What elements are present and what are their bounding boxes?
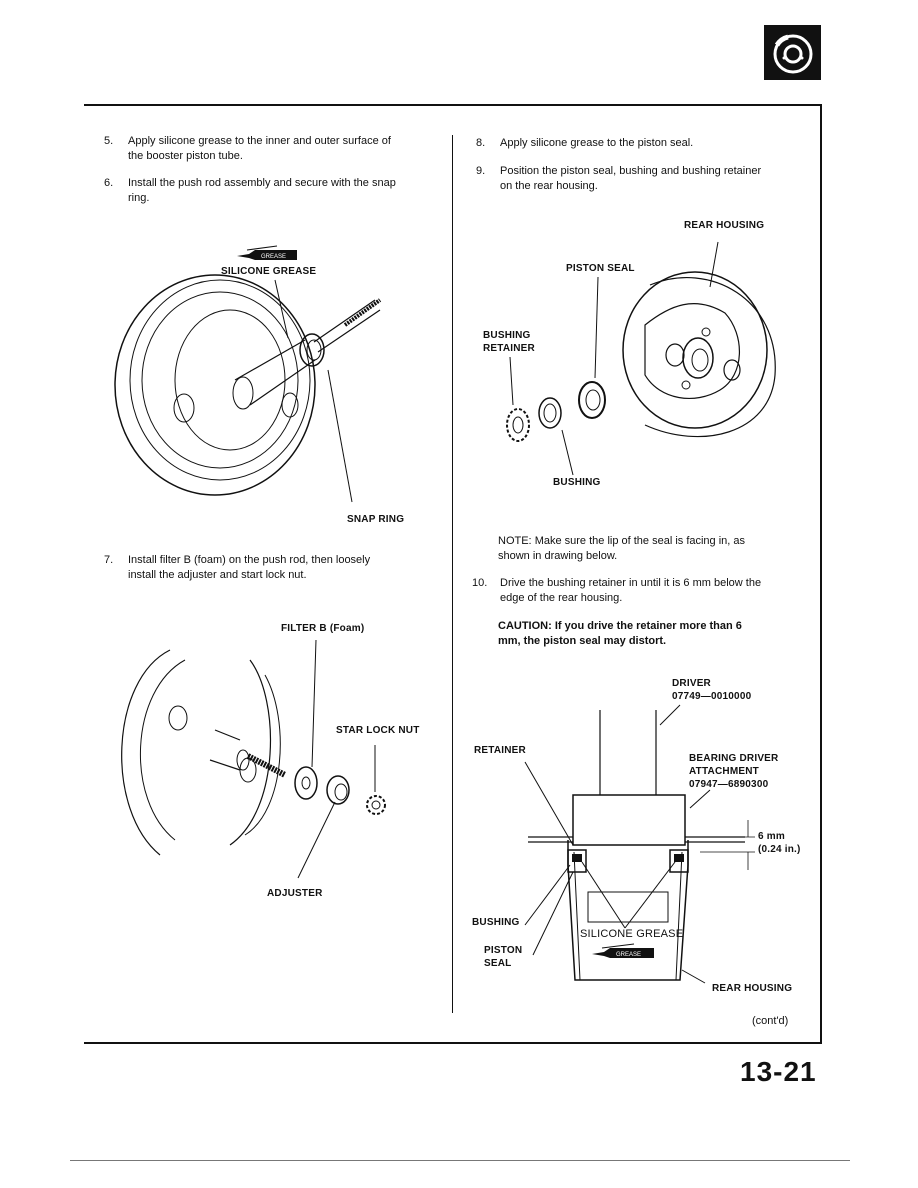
caution-line-2: mm, the piston seal may distort.	[498, 635, 667, 647]
label-silicone-grease: SILICONE GREASE	[221, 266, 317, 277]
step-number: 8.	[476, 137, 486, 149]
right-border	[820, 104, 822, 1044]
step-line: Apply silicone grease to the inner and o…	[128, 135, 391, 147]
step-line: install the adjuster and start lock nut.	[128, 569, 307, 581]
caution-text: If you drive the retainer more than 6	[554, 620, 742, 632]
section-icon-box	[764, 25, 821, 80]
column-divider	[452, 135, 453, 1013]
push-rod-figure: GREASE	[114, 245, 382, 503]
label-retainer: RETAINER	[474, 745, 526, 756]
continued-note: (cont'd)	[752, 1015, 789, 1027]
label-bushing-retainer-1: BUSHING	[483, 330, 531, 341]
label-adjuster: ADJUSTER	[267, 888, 323, 899]
bottom-rule	[84, 1042, 822, 1044]
step-text: Position the piston seal, bushing and bu…	[500, 164, 761, 194]
label-bearing-driver-1: BEARING DRIVER	[689, 753, 779, 764]
label-dimension-mm: 6 mm	[758, 831, 785, 842]
svg-text:GREASE: GREASE	[616, 952, 641, 958]
step-text: Apply silicone grease to the inner and o…	[128, 134, 391, 164]
step-number: 6.	[104, 177, 114, 189]
note-line-1: NOTE: Make sure the lip of the seal is f…	[498, 534, 808, 549]
step-text: Apply silicone grease to the piston seal…	[500, 136, 693, 151]
step-line: the booster piston tube.	[128, 150, 243, 162]
page-number: 13-21	[740, 1056, 817, 1087]
label-driver: DRIVER	[672, 678, 711, 689]
top-rule	[84, 104, 822, 106]
label-driver-number: 07749—0010000	[672, 691, 752, 702]
step-line: Install the push rod assembly and secure…	[128, 177, 396, 189]
label-rear-housing: REAR HOUSING	[684, 220, 765, 231]
label-bushing-retainer-2: RETAINER	[483, 343, 535, 354]
step-line: ring.	[128, 192, 150, 204]
label-dimension-in: (0.24 in.)	[758, 844, 801, 855]
step-text: Install the push rod assembly and secure…	[128, 176, 396, 206]
note-line-2: shown in drawing below.	[498, 550, 618, 562]
label-bearing-driver-2: ATTACHMENT	[689, 766, 759, 777]
note-text: Make sure the lip of the seal is facing …	[534, 535, 746, 547]
brake-disc-icon	[773, 34, 813, 74]
caution-label: CAUTION:	[498, 620, 552, 632]
note-label: NOTE:	[498, 535, 532, 547]
note: NOTE: Make sure the lip of the seal is f…	[498, 534, 808, 564]
rear-housing-figure	[506, 241, 776, 476]
step-line: Apply silicone grease to the piston seal…	[500, 137, 694, 149]
step-number: 9.	[476, 165, 486, 177]
label-filter-b: FILTER B (Foam)	[281, 623, 365, 634]
step-line: Position the piston seal, bushing and bu…	[500, 165, 762, 177]
step-line: Install filter B (foam) on the push rod,…	[128, 554, 371, 566]
step-text: Drive the bushing retainer in until it i…	[500, 576, 761, 606]
label-silicone-grease-2: SILICONE GREASE	[580, 928, 684, 940]
label-rear-housing-2: REAR HOUSING	[712, 983, 793, 994]
step-number: 7.	[104, 554, 114, 566]
grease-tube-icon: GREASE	[592, 943, 654, 958]
page-bottom-rule	[70, 1160, 850, 1161]
driver-cross-section-figure: GREASE	[524, 704, 755, 984]
filter-adjuster-figure	[121, 639, 386, 879]
caution-line-1: CAUTION: If you drive the retainer more …	[498, 619, 808, 634]
step-line: on the rear housing.	[500, 180, 598, 192]
step-text: Install filter B (foam) on the push rod,…	[128, 553, 370, 583]
grease-tube-icon: GREASE	[237, 245, 297, 260]
label-piston-seal: PISTON SEAL	[566, 263, 635, 274]
step-number: 5.	[104, 135, 114, 147]
label-bearing-driver-number: 07947—6890300	[689, 779, 769, 790]
label-snap-ring: SNAP RING	[347, 514, 405, 525]
svg-text:GREASE: GREASE	[261, 254, 286, 260]
label-bushing-2: BUSHING	[472, 917, 520, 928]
label-piston-seal-2a: PISTON	[484, 945, 523, 956]
label-piston-seal-2b: SEAL	[484, 958, 512, 969]
label-bushing: BUSHING	[553, 477, 601, 488]
step-line: edge of the rear housing.	[500, 592, 623, 604]
step-number: 10.	[472, 577, 488, 589]
label-star-lock-nut: STAR LOCK NUT	[336, 725, 420, 736]
caution: CAUTION: If you drive the retainer more …	[498, 619, 808, 649]
step-line: Drive the bushing retainer in until it i…	[500, 577, 762, 589]
